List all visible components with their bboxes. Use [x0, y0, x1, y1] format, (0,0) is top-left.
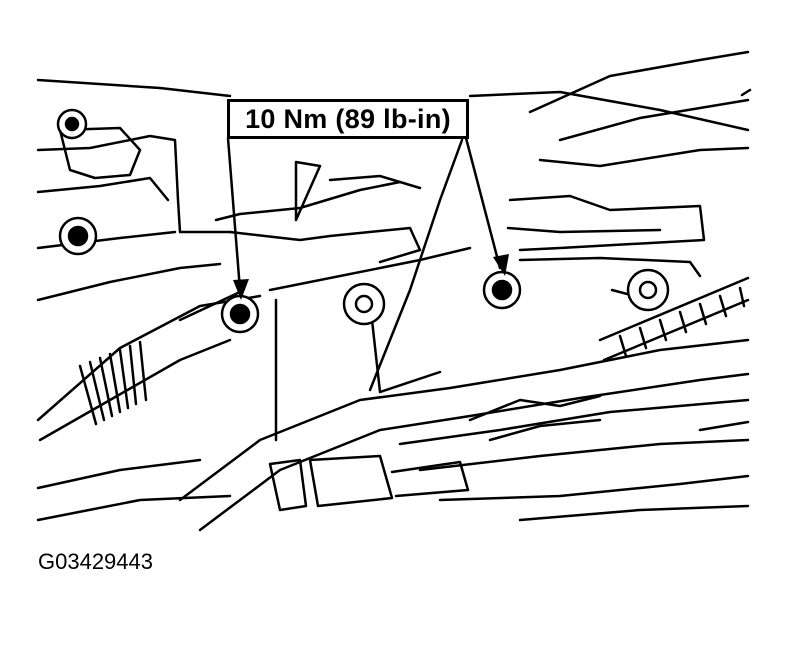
arrowhead-left [233, 279, 249, 300]
right-rail [508, 194, 706, 252]
lower-hose-main [178, 338, 750, 502]
upper-panel-edge [36, 78, 232, 98]
connector-sleeve [308, 454, 394, 508]
left-bracket [36, 134, 232, 234]
ribbed-hose [598, 276, 750, 342]
leader-line-left [226, 136, 242, 292]
figure-id-label: G03429443 [38, 549, 153, 574]
arrowhead-right [493, 254, 509, 276]
manifold-arm [228, 226, 422, 264]
torque-spec-callout: 10 Nm (89 lb-in) [227, 99, 469, 139]
leader-line-right [464, 136, 502, 270]
